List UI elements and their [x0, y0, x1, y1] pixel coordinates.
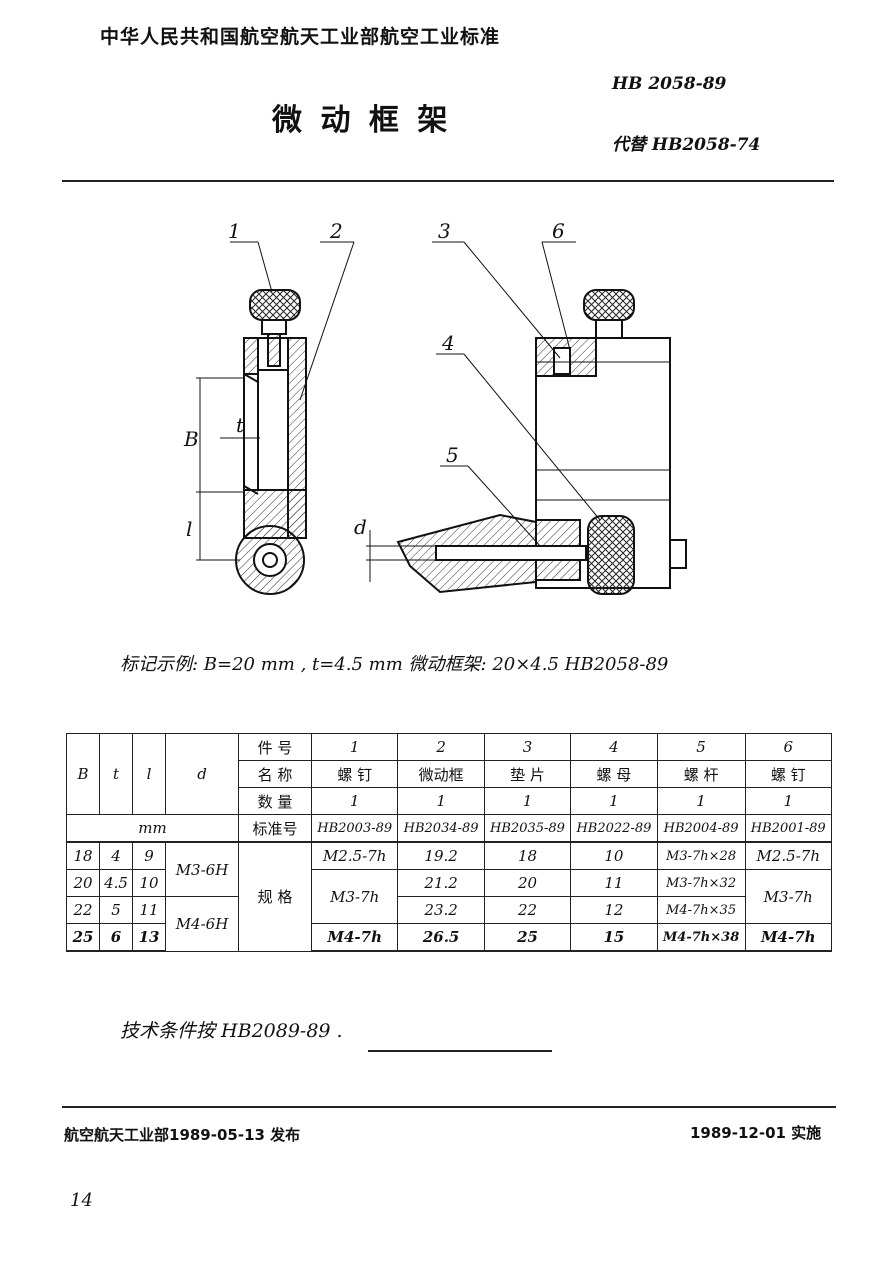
unit-label: mm — [66, 814, 239, 843]
part-no: 3 — [483, 733, 572, 761]
dim-l: l — [186, 517, 192, 541]
part-std: HB2003-89 — [310, 814, 399, 843]
part-std: HB2022-89 — [570, 814, 658, 843]
cell-d: M3-6H — [165, 841, 239, 897]
part-name: 微动框 — [397, 760, 485, 788]
parts-spec-table: B t l d 件 号 1 2 3 4 5 6 名 称 螺 钉 微动框 垫 片 … — [66, 733, 833, 952]
callout-1: 1 — [228, 219, 241, 243]
row-label-std: 标准号 — [238, 814, 312, 843]
cell-t: 4.5 — [99, 869, 133, 897]
callout-4: 4 — [441, 331, 455, 355]
cell-B: 18 — [66, 841, 100, 870]
marking-example: 标记示例: B=20 mm , t=4.5 mm 微动框架: 20×4.5 HB… — [120, 654, 669, 675]
cell-l: 13 — [132, 923, 166, 952]
page-number: 14 — [70, 1190, 93, 1211]
threaded-rod — [435, 545, 587, 561]
cell-t: 4 — [99, 841, 133, 870]
part-qty: 1 — [744, 787, 833, 815]
cell-d: M4-6H — [165, 896, 239, 952]
part-std: HB2001-89 — [744, 814, 833, 843]
part-no: 4 — [570, 733, 658, 761]
cell-p3: 18 — [483, 841, 572, 870]
cell-B: 20 — [66, 869, 100, 897]
issue-date: 航空航天工业部1989-05-13 发布 — [64, 1126, 301, 1144]
cell-B: 25 — [66, 923, 100, 952]
callout-6: 6 — [552, 219, 565, 243]
col-t: t — [99, 733, 133, 815]
standard-title: 微 动 框 架 — [272, 103, 452, 138]
part-name: 螺 钉 — [310, 760, 399, 788]
dim-t: t — [236, 413, 245, 437]
row-label-spec: 规 格 — [238, 841, 312, 952]
col-d: d — [165, 733, 239, 815]
callout-2: 2 — [329, 219, 343, 243]
tech-condition: 技术条件按 HB2089-89 . — [120, 1020, 343, 1042]
row-label-name: 名 称 — [238, 760, 312, 788]
cell-l: 11 — [132, 896, 166, 924]
cell-t: 6 — [99, 923, 133, 952]
part-qty: 1 — [570, 787, 658, 815]
part-no: 2 — [397, 733, 485, 761]
part-std: HB2034-89 — [397, 814, 485, 843]
cell-p5: M4-7h×35 — [656, 896, 746, 924]
screw-head-right — [583, 289, 635, 321]
cell-p1: M4-7h — [310, 923, 399, 952]
col-l: l — [132, 733, 166, 815]
part-no: 6 — [744, 733, 833, 761]
cell-l: 10 — [132, 869, 166, 897]
cell-p4: 12 — [570, 896, 658, 924]
cell-l: 9 — [132, 841, 166, 870]
cell-p3: 20 — [483, 869, 572, 897]
cell-p6: M3-7h — [744, 869, 833, 924]
cell-p4: 15 — [570, 923, 658, 952]
part-no: 5 — [656, 733, 746, 761]
effective-date: 1989-12-01 实施 — [690, 1124, 822, 1142]
part-name: 螺 杆 — [656, 760, 746, 788]
issuing-org: 中华人民共和国航空航天工业部航空工业标准 — [100, 26, 501, 48]
footer-rule — [62, 1106, 836, 1108]
cell-p4: 11 — [570, 869, 658, 897]
row-label-qty: 数 量 — [238, 787, 312, 815]
part-qty: 1 — [310, 787, 399, 815]
header-rule — [62, 180, 834, 182]
standard-number: HB 2058-89 — [612, 74, 727, 94]
part-name: 螺 母 — [570, 760, 658, 788]
cell-p1: M2.5-7h — [310, 841, 399, 870]
end-rule — [368, 1050, 552, 1052]
dim-d: d — [354, 515, 367, 539]
cell-p6: M4-7h — [744, 923, 833, 952]
cell-p3: 22 — [483, 896, 572, 924]
cell-p2: 23.2 — [397, 896, 485, 924]
frame-assembly-drawing: 1 2 3 6 4 5 B t l d — [183, 219, 687, 595]
cell-p5: M3-7h×32 — [656, 869, 746, 897]
screw-head-left — [249, 289, 301, 321]
cell-t: 5 — [99, 896, 133, 924]
row-label-part-no: 件 号 — [238, 733, 312, 761]
part-qty: 1 — [397, 787, 485, 815]
part-std: HB2035-89 — [483, 814, 572, 843]
part-name: 螺 钉 — [744, 760, 833, 788]
cell-p4: 10 — [570, 841, 658, 870]
cell-p2: 21.2 — [397, 869, 485, 897]
callout-5: 5 — [446, 443, 459, 467]
callout-3: 3 — [438, 219, 451, 243]
dim-B: B — [183, 427, 199, 451]
cell-p6: M2.5-7h — [744, 841, 833, 870]
cell-p1: M3-7h — [310, 869, 399, 924]
cell-B: 22 — [66, 896, 100, 924]
col-B: B — [66, 733, 100, 815]
cell-p2: 19.2 — [397, 841, 485, 870]
part-qty: 1 — [656, 787, 746, 815]
knurled-nut-right — [587, 515, 635, 595]
part-std: HB2004-89 — [656, 814, 746, 843]
cell-p3: 25 — [483, 923, 572, 952]
cell-p5: M3-7h×28 — [656, 841, 746, 870]
cell-p5: M4-7h×38 — [656, 923, 746, 952]
part-name: 垫 片 — [483, 760, 572, 788]
part-qty: 1 — [483, 787, 572, 815]
replaces-standard: 代替 HB2058-74 — [612, 135, 761, 155]
part-no: 1 — [310, 733, 399, 761]
cell-p2: 26.5 — [397, 923, 485, 952]
